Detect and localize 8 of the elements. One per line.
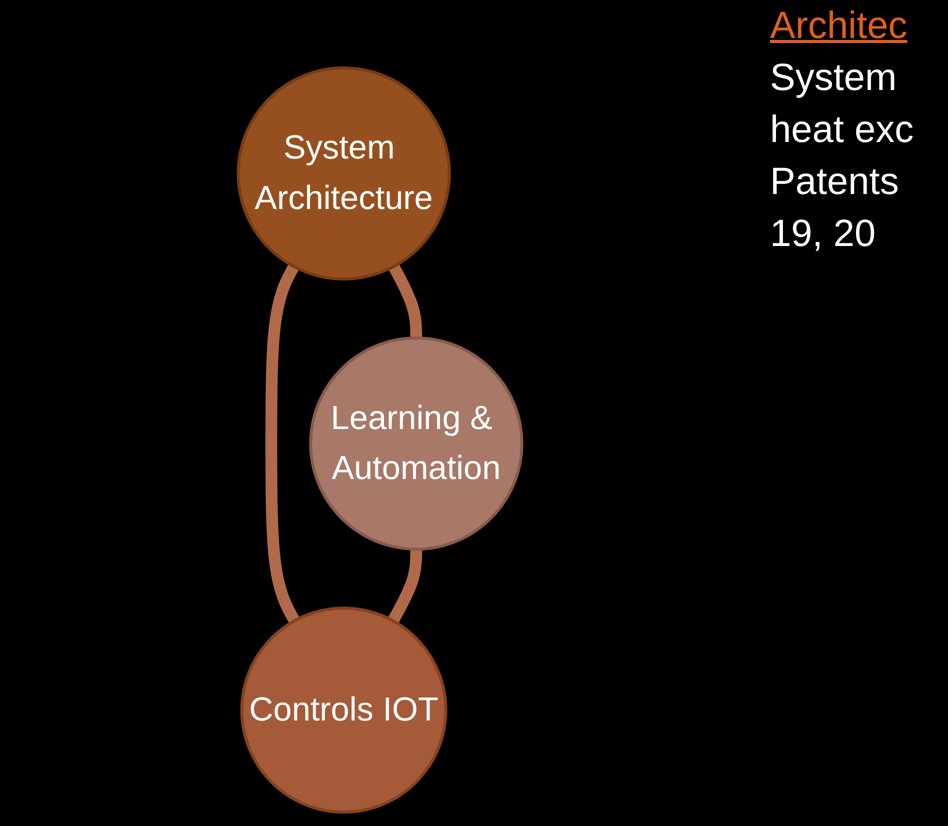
node-circle: System Architecture <box>236 66 451 281</box>
connector <box>388 264 422 339</box>
node-circle: Controls IOT <box>240 606 448 814</box>
connector <box>265 264 300 624</box>
connector <box>388 548 422 624</box>
node-circle: Learning & Automation <box>309 336 524 551</box>
heading-link: Architec <box>770 4 908 49</box>
note-text: System heat exc Patents 19, 20 <box>770 56 915 257</box>
